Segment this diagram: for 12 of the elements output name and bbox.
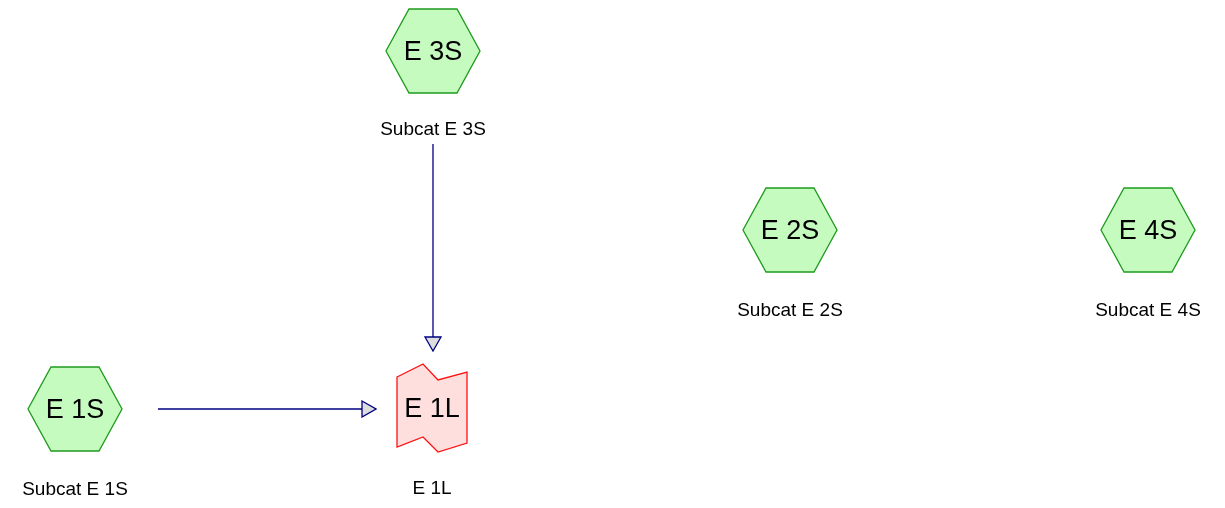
node-label: E 3S (402, 35, 464, 67)
node-label: E 1S (44, 393, 106, 425)
node-caption: Subcat E 4S (1095, 299, 1201, 321)
arrow (157, 400, 377, 418)
node-label: E 1L (403, 392, 461, 424)
node-caption: Subcat E 1S (22, 478, 128, 500)
node-caption: Subcat E 2S (737, 299, 843, 321)
node-label: E 2S (759, 214, 821, 246)
arrow (424, 143, 442, 352)
node-caption: Subcat E 3S (380, 118, 486, 140)
node-label: E 4S (1117, 214, 1179, 246)
node-caption: E 1L (412, 477, 452, 499)
